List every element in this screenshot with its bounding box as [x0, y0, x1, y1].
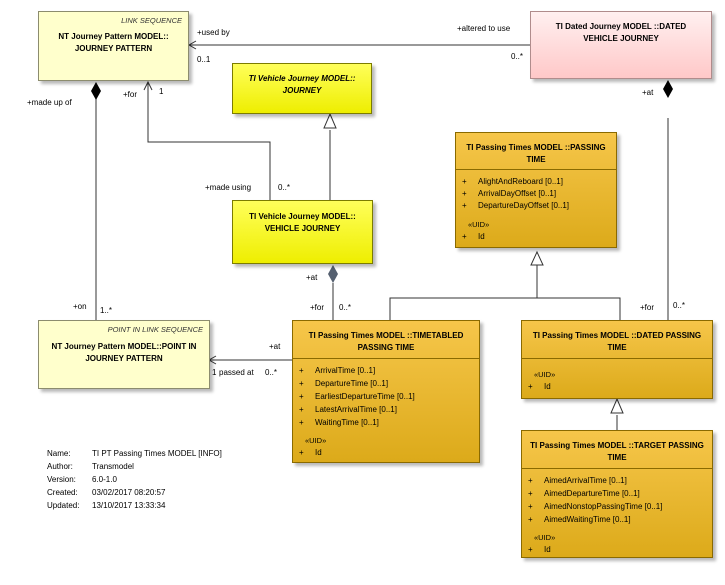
meta-created-label: Created: [47, 488, 78, 497]
uid-stereotype: «UID» [305, 436, 327, 445]
class-name: TI Passing Times MODEL ::PASSING TIME [466, 143, 606, 164]
label-for: +for [123, 90, 138, 99]
class-name: TI Dated Journey MODEL ::DATED VEHICLE J… [555, 22, 687, 43]
class-name: NT Journey Pattern MODEL:: JOURNEY PATTE… [58, 32, 169, 53]
class-dated-passing-time[interactable]: TI Passing Times MODEL ::DATED PASSING T… [521, 320, 713, 399]
label-made-up-of: +made up of [27, 98, 72, 107]
class-name: TI Vehicle Journey MODEL:: JOURNEY [248, 74, 356, 95]
attribute: +DepartureTime [0..1] [299, 379, 389, 388]
class-name: TI Vehicle Journey MODEL:: VEHICLE JOURN… [249, 212, 356, 233]
diamond-dvj [663, 80, 673, 98]
class-journey-pattern[interactable]: LINK SEQUENCE NT Journey Pattern MODEL::… [38, 11, 189, 81]
attribute-id: +Id [528, 382, 551, 391]
gen-dpt-pt [537, 297, 621, 320]
triangle-dated-passing-time [610, 397, 624, 414]
stereotype-label: LINK SEQUENCE [121, 16, 182, 25]
label-altered-to-use: +altered to use [457, 24, 511, 33]
attribute: +EarliestDepartureTime [0..1] [299, 392, 415, 401]
attribute: +ArrivalTime [0..1] [299, 366, 376, 375]
meta-version-label: Version: [47, 475, 76, 484]
stereotype-label: POINT IN LINK SEQUENCE [107, 325, 203, 334]
label-multiplicity: 1 [212, 368, 217, 377]
attribute: +LatestArrivalTime [0..1] [299, 405, 397, 414]
meta-author-value: Transmodel [92, 462, 134, 471]
meta-name-label: Name: [47, 449, 71, 458]
attribute: +AimedArrivalTime [0..1] [528, 476, 627, 485]
attribute: +AimedDepartureTime [0..1] [528, 489, 640, 498]
uid-stereotype: «UID» [534, 370, 556, 379]
triangle-journey [323, 112, 337, 129]
meta-author-label: Author: [47, 462, 73, 471]
attribute: +DepartureDayOffset [0..1] [462, 201, 570, 210]
meta-name-value: TI PT Passing Times MODEL [INFO] [92, 449, 222, 458]
label-used-by: +used by [197, 28, 230, 37]
label-multiplicity: 0..1 [197, 55, 211, 64]
meta-updated-value: 13/10/2017 13:33:34 [92, 501, 166, 510]
class-name: TI Passing Times MODEL ::TARGET PASSING … [530, 441, 704, 462]
class-passing-time[interactable]: TI Passing Times MODEL ::PASSING TIME +A… [455, 132, 617, 248]
label-on: +on [73, 302, 87, 311]
arrow-head-jp-used-by [187, 40, 197, 50]
diamond-vj [328, 265, 338, 283]
attribute: +AimedNonstopPassingTime [0..1] [528, 502, 663, 511]
class-dated-vehicle-journey[interactable]: TI Dated Journey MODEL ::DATED VEHICLE J… [530, 11, 712, 79]
attribute-id: +Id [299, 448, 322, 457]
triangle-passing-time [530, 250, 544, 266]
class-point-in-journey-pattern[interactable]: POINT IN LINK SEQUENCE NT Journey Patter… [38, 320, 210, 389]
label-for: +for [310, 303, 325, 312]
attribute: +AimedWaitingTime [0..1] [528, 515, 631, 524]
class-target-passing-time[interactable]: TI Passing Times MODEL ::TARGET PASSING … [521, 430, 713, 558]
attribute-id: +Id [462, 232, 485, 241]
label-for: +for [640, 303, 655, 312]
attribute: +AlightAndReboard [0..1] [462, 177, 563, 186]
label-multiplicity: 0..* [278, 183, 291, 192]
gen-tt-pt [389, 297, 537, 320]
class-name: TI Passing Times MODEL ::TIMETABLED PASS… [308, 331, 464, 352]
class-name: TI Passing Times MODEL ::DATED PASSING T… [532, 331, 702, 352]
label-at: +at [642, 88, 654, 97]
uid-stereotype: «UID» [534, 533, 556, 542]
meta-created-value: 03/02/2017 08:20:57 [92, 488, 166, 497]
label-made-using: +made using [205, 183, 252, 192]
meta-updated-label: Updated: [47, 501, 80, 510]
class-timetabled-passing-time[interactable]: TI Passing Times MODEL ::TIMETABLED PASS… [292, 320, 480, 463]
assoc-vj-to-jp [147, 82, 271, 200]
meta-version-value: 6.0-1.0 [92, 475, 117, 484]
class-journey[interactable]: TI Vehicle Journey MODEL:: JOURNEY [232, 63, 372, 114]
label-multiplicity: 0..* [339, 303, 352, 312]
label-passed-at: passed at [219, 368, 254, 377]
label-multiplicity: 1..* [100, 306, 113, 315]
attribute: +WaitingTime [0..1] [299, 418, 379, 427]
uid-stereotype: «UID» [468, 220, 490, 229]
diamond-jp [91, 82, 101, 100]
label-multiplicity: 0..* [265, 368, 278, 377]
label-multiplicity: 0..* [511, 52, 524, 61]
label-at: +at [306, 273, 318, 282]
class-name: NT Journey Pattern MODEL::POINT IN JOURN… [51, 342, 197, 363]
class-vehicle-journey[interactable]: TI Vehicle Journey MODEL:: VEHICLE JOURN… [232, 200, 373, 264]
attribute: +ArrivalDayOffset [0..1] [462, 189, 557, 198]
attribute-id: +Id [528, 545, 551, 554]
label-at: +at [269, 342, 281, 351]
label-multiplicity: 1 [159, 87, 164, 96]
label-multiplicity: 0..* [673, 301, 686, 310]
arrow-head-jp-for [143, 80, 153, 91]
